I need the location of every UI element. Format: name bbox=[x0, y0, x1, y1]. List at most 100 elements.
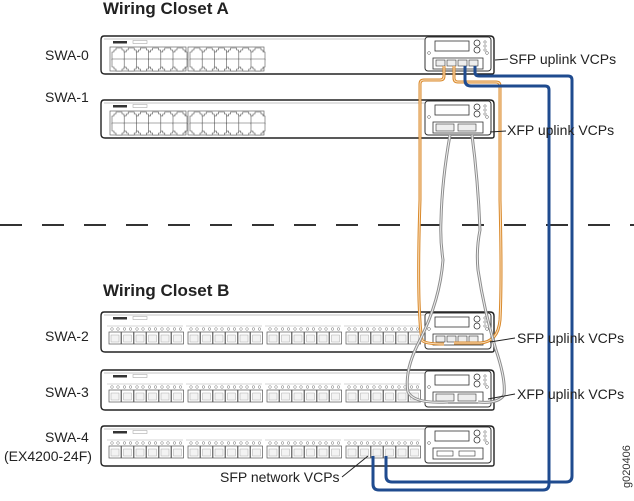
port-led bbox=[305, 327, 310, 331]
status-led bbox=[483, 104, 487, 108]
port-led bbox=[147, 441, 152, 445]
model-badge bbox=[132, 104, 148, 108]
rj45-port bbox=[214, 47, 229, 61]
cable-blue-2 bbox=[384, 66, 574, 484]
switch-swa-4 bbox=[100, 425, 495, 467]
lcd-button bbox=[473, 436, 481, 444]
rj45-port bbox=[148, 111, 163, 125]
port-led bbox=[207, 441, 212, 445]
rj45-port bbox=[225, 389, 238, 403]
port-led bbox=[378, 385, 382, 389]
rj45-port bbox=[136, 122, 151, 136]
sfp-port bbox=[345, 445, 359, 459]
rj45-port bbox=[214, 111, 229, 125]
port-led bbox=[305, 441, 310, 445]
status-led bbox=[483, 382, 487, 386]
port-led bbox=[201, 441, 206, 445]
leader-swa0 bbox=[494, 58, 509, 61]
port-led bbox=[195, 441, 199, 445]
port-led bbox=[232, 441, 237, 445]
rj45-port bbox=[160, 47, 176, 61]
sfp-port bbox=[187, 445, 201, 459]
rj45-port bbox=[123, 47, 139, 61]
rj45-port bbox=[189, 111, 205, 125]
switch-sublabel-swa-4: (EX4200-24F) bbox=[4, 448, 92, 464]
port-led bbox=[116, 441, 120, 445]
rj45-port bbox=[189, 58, 205, 72]
callout-swa0-sfp-uplink: SFP uplink VCPs bbox=[509, 51, 616, 67]
rj45-port bbox=[108, 389, 122, 403]
rj45-port bbox=[136, 47, 151, 61]
port-led bbox=[147, 327, 152, 331]
port-led bbox=[415, 385, 420, 389]
port-led bbox=[251, 327, 256, 331]
sfp-port bbox=[408, 445, 421, 459]
rj45-port bbox=[123, 58, 139, 72]
lcd-button bbox=[473, 429, 481, 437]
rj45-port bbox=[226, 122, 241, 136]
port-led bbox=[220, 327, 224, 331]
rj45-port bbox=[383, 389, 396, 403]
port-led bbox=[128, 327, 133, 331]
callout-swa4-sfp-network: SFP network VCPs bbox=[220, 469, 340, 485]
rj45-port bbox=[189, 47, 205, 61]
port-led bbox=[372, 385, 376, 389]
port-led bbox=[141, 441, 145, 445]
rj45-port bbox=[226, 47, 241, 61]
rj45-port bbox=[345, 331, 359, 345]
lcd-button bbox=[473, 110, 481, 118]
lcd-button bbox=[473, 39, 481, 47]
port-led bbox=[318, 327, 322, 331]
port-led bbox=[178, 441, 183, 445]
port-led bbox=[347, 327, 351, 331]
model-badge bbox=[132, 40, 148, 44]
rj45-port bbox=[136, 111, 151, 125]
callout-swa3-xfp-uplink: XFP uplink VCPs bbox=[517, 386, 624, 402]
sfp-uplink-port bbox=[468, 335, 479, 343]
brand-logo bbox=[113, 317, 127, 320]
rj45-port bbox=[108, 331, 122, 345]
cables bbox=[371, 66, 574, 492]
status-led bbox=[483, 320, 487, 324]
port-led bbox=[403, 441, 407, 445]
port-led bbox=[397, 327, 401, 331]
port-led bbox=[390, 441, 395, 445]
rj45-port bbox=[172, 122, 188, 136]
lcd-button bbox=[473, 380, 481, 388]
lcd-button bbox=[473, 315, 481, 323]
port-led bbox=[347, 441, 351, 445]
rj45-port bbox=[238, 111, 254, 125]
port-led bbox=[409, 441, 414, 445]
status-led bbox=[483, 374, 487, 378]
xfp-uplink-port bbox=[457, 123, 477, 132]
callout-swa2-sfp-uplink: SFP uplink VCPs bbox=[517, 330, 624, 346]
rj45-port bbox=[358, 389, 371, 403]
sfp-port bbox=[121, 445, 134, 459]
port-led bbox=[251, 441, 256, 445]
figure-id: g020406 bbox=[621, 445, 633, 488]
rj45-port bbox=[370, 331, 384, 345]
leader-swa3 bbox=[487, 393, 516, 400]
port-led bbox=[293, 441, 297, 445]
screw bbox=[485, 441, 489, 445]
port-led bbox=[403, 327, 407, 331]
sfp-port bbox=[329, 445, 342, 459]
port-led bbox=[415, 441, 420, 445]
sfp-uplink-port bbox=[446, 335, 457, 343]
lcd-button bbox=[473, 103, 481, 111]
xfp-uplink-port bbox=[435, 393, 455, 402]
screw bbox=[485, 385, 489, 389]
screw bbox=[427, 115, 431, 119]
port-led bbox=[226, 327, 231, 331]
leader-swa4 bbox=[341, 455, 369, 478]
port-led bbox=[201, 327, 206, 331]
rj45-port bbox=[279, 331, 292, 345]
port-led bbox=[128, 441, 133, 445]
port-led bbox=[214, 327, 218, 331]
rj45-port bbox=[291, 389, 305, 403]
leader-swa1 bbox=[489, 130, 507, 133]
switch-swa-3 bbox=[100, 369, 495, 411]
port-led bbox=[397, 385, 401, 389]
port-led bbox=[324, 385, 328, 389]
port-led bbox=[166, 327, 170, 331]
